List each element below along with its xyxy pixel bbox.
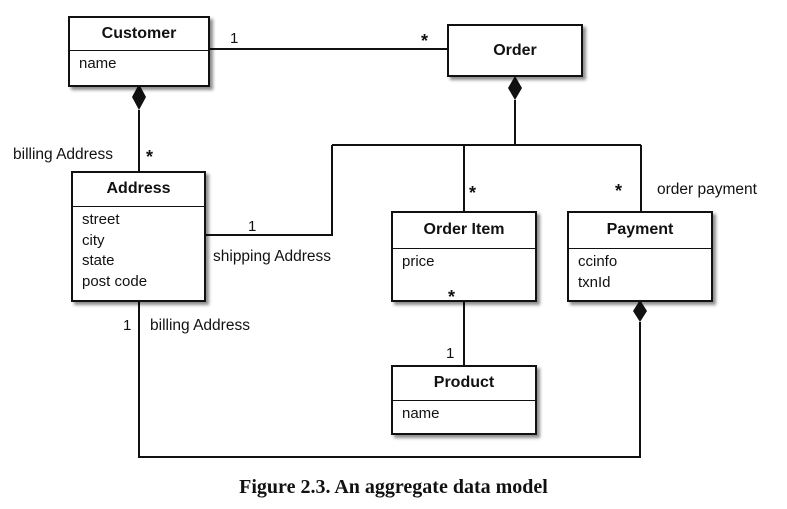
attr-payment-txnid: txnId [578,273,611,291]
attr-address-state: state [82,252,115,269]
class-payment-attrs: ccinfo txnId [569,249,711,293]
attr-address-street: street [82,211,120,228]
class-customer: Customer name [68,16,210,87]
payment-composition-diamond [633,300,647,322]
attr-payment-ccinfo: ccinfo [578,253,618,270]
mult-order-payment-end: * [615,181,623,201]
payment-billing-line [138,300,641,458]
class-payment: Payment ccinfo txnId [567,211,713,302]
mult-customer-address-address-end: * [146,147,154,167]
class-order-item: Order Item price [391,211,537,302]
class-order: Order [447,24,583,77]
mult-item-product-product-end: 1 [446,345,455,362]
mult-shipping-address-end: 1 [248,218,257,235]
order-composition-diamond [508,76,522,100]
figure-caption: Figure 2.3. An aggregate data model [239,476,548,498]
class-address: Address street city state post code [71,171,206,302]
class-address-title: Address [73,173,204,207]
class-order-item-title: Order Item [393,213,535,249]
attr-order-item-price: price [402,253,435,270]
customer-composition-diamond [132,84,146,110]
class-order-item-attrs: price [393,249,535,273]
class-customer-title: Customer [70,18,208,51]
role-payment-billing-address: billing Address [150,317,250,334]
class-product: Product name [391,365,537,435]
mult-payment-billing-address-end: 1 [123,317,132,334]
class-address-attrs: street city state post code [73,207,204,292]
class-product-attrs: name [393,401,535,425]
mult-order-item-end: * [469,183,477,203]
class-customer-attrs: name [70,51,208,75]
class-payment-title: Payment [569,213,711,249]
mult-customer-order-order-end: * [421,31,429,51]
attr-product-name: name [402,405,440,422]
attr-address-post-code: post code [82,272,148,290]
class-order-title: Order [493,42,537,59]
attr-customer-name: name [79,55,117,72]
mult-item-product-item-end: * [448,287,456,307]
role-shipping-address: shipping Address [213,248,332,265]
mult-customer-order-customer-end: 1 [230,30,239,47]
attr-address-city: city [82,231,105,249]
role-order-payment: order payment [657,181,757,198]
shipping-address-line [205,145,333,236]
role-customer-billing-address: billing Address [13,146,113,163]
class-product-title: Product [393,367,535,401]
